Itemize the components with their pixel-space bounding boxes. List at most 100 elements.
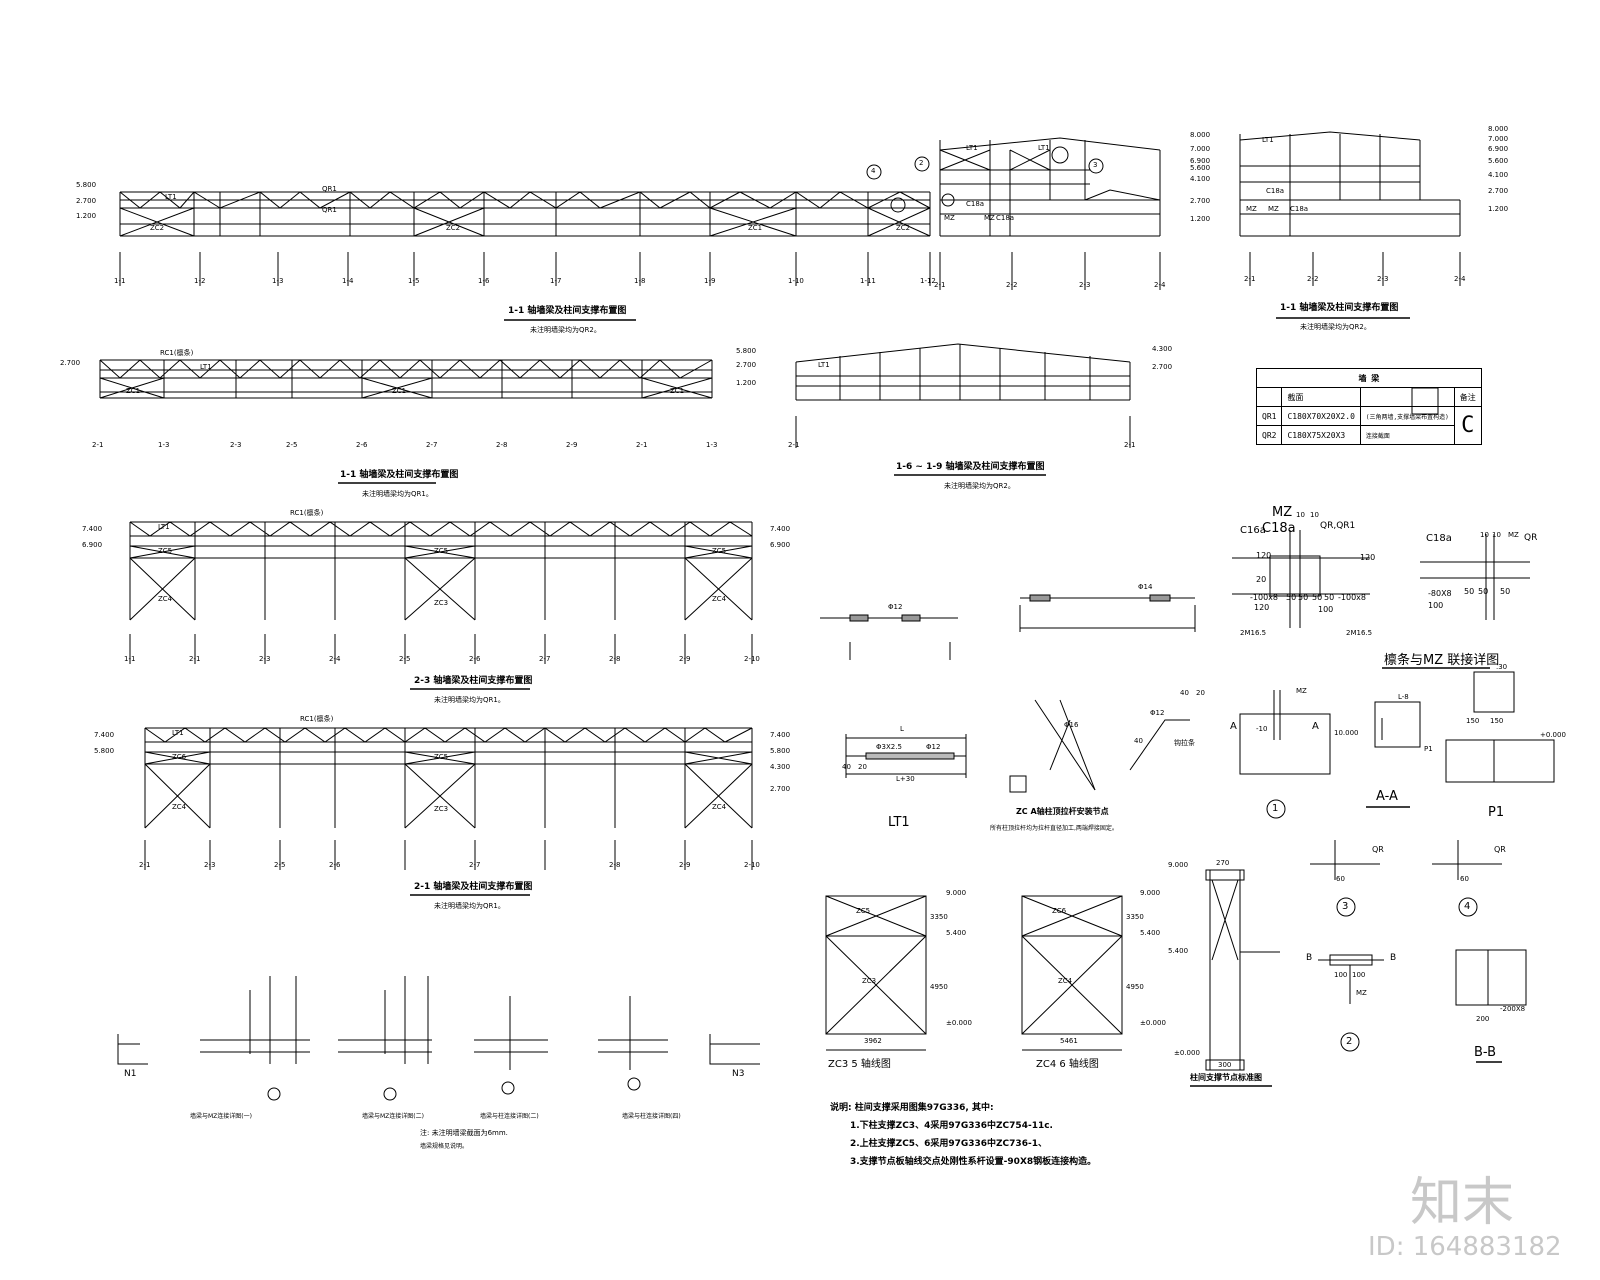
col-node-elev: ±0.000 <box>1174 1049 1200 1057</box>
mz-label: 50 <box>1312 593 1323 602</box>
tag-zc2: ZC2 <box>446 224 461 232</box>
mz-label: 50 <box>1500 587 1511 596</box>
axis-label: 2-2 <box>1006 281 1018 289</box>
lt1-dim: L <box>900 725 904 733</box>
tag-lt1: LT1 <box>1038 144 1050 152</box>
zc-elev: 9.000 <box>946 889 967 897</box>
elev: 7.400 <box>82 525 103 533</box>
elev-top-mid <box>866 137 1161 290</box>
zc-elevations <box>825 895 1123 1051</box>
row4-note: 未注明墙梁均为QR1。 <box>434 902 505 910</box>
elev: 5.800 <box>770 747 791 755</box>
node-label: -200X8 <box>1500 1005 1526 1013</box>
elev: 7.000 <box>1190 145 1211 153</box>
detail-caption: 1 <box>1272 803 1279 814</box>
tag-zc5: ZC5 <box>434 547 449 555</box>
legend-symbol: C <box>1453 406 1482 445</box>
row2-left-note: 未注明墙梁均为QR1。 <box>362 490 433 498</box>
lt1-dim: Φ3X2.5 <box>876 743 902 751</box>
lt1-dim: L+30 <box>896 775 915 783</box>
axis-label: 2-7 <box>469 861 481 869</box>
mz-label: 10 <box>1492 531 1501 539</box>
axis-label: 2-5 <box>399 655 411 663</box>
axis-label: 1-1 <box>114 277 126 285</box>
marker-4: 4 <box>871 167 876 175</box>
col-node-elev: 9.000 <box>1168 861 1189 869</box>
elev: 4.100 <box>1190 175 1211 183</box>
detail-caption: A-A <box>1376 789 1398 804</box>
legend-id: QR1 <box>1255 406 1283 426</box>
zc-dim: 4950 <box>1126 983 1144 991</box>
tag-qr1: QR1 <box>322 185 337 193</box>
watermark-logo: 知末 <box>1410 1173 1515 1233</box>
node-label: 100 <box>1334 971 1348 979</box>
zc-dim: 3350 <box>1126 913 1144 921</box>
col-node-dim: 300 <box>1218 1061 1232 1069</box>
tag-zc1: ZC1 <box>126 387 141 395</box>
zc-node-note: 所有柱顶拉杆均为拉杆直径加工,两端焊接固定。 <box>990 825 1118 832</box>
node-caption: B-B <box>1474 1045 1497 1060</box>
tag-lt1: LT1 <box>165 193 177 201</box>
hook-label: 40 <box>1134 737 1143 745</box>
detail-caption: P1 <box>1488 805 1505 820</box>
mz-label: 50 <box>1286 593 1297 602</box>
elev: 1.200 <box>1190 215 1211 223</box>
axis-label: 2-6 <box>469 655 481 663</box>
rod-details <box>820 594 1196 793</box>
axis-label: 1-4 <box>342 277 354 285</box>
axis-label: 2-3 <box>1377 275 1389 283</box>
zc-elev: ±0.000 <box>1140 1019 1166 1027</box>
rod-a-label: Φ12 <box>888 603 903 611</box>
bottom-note: 墙梁规格见说明。 <box>420 1143 469 1150</box>
detail-label: A <box>1312 721 1319 732</box>
lt1-dim: 20 <box>858 763 867 771</box>
zc-elev: 9.000 <box>1140 889 1161 897</box>
zc-elev: 5.400 <box>1140 929 1161 937</box>
axis-label: 2-7 <box>539 655 551 663</box>
tag-mz: MZ <box>984 214 995 222</box>
tag-mz: MZ <box>1268 205 1279 213</box>
axis-label: 1-1 <box>124 655 136 663</box>
axis-label: 2-1 <box>189 655 201 663</box>
zc-dim: 4950 <box>930 983 948 991</box>
detail-label: 10.000 <box>1334 729 1359 737</box>
elev: 7.400 <box>770 525 791 533</box>
legend-head <box>1255 387 1283 407</box>
elev: 6.900 <box>1488 145 1509 153</box>
detail-label: P1 <box>1424 745 1433 753</box>
tag-lt1: LT1 <box>158 523 170 531</box>
tag-zc5: ZC5 <box>434 753 449 761</box>
elev: 4.300 <box>770 763 791 771</box>
node-label: B <box>1390 953 1397 963</box>
axis-label: 1-3 <box>706 441 718 449</box>
axis-label: 2-1 <box>139 861 151 869</box>
axis-label: 1-3 <box>272 277 284 285</box>
axis-label: 2-3 <box>230 441 242 449</box>
row2-mid-title: 1-6 ~ 1-9 轴墙梁及柱间支撑布置图 <box>896 462 1045 472</box>
axis-label: 2-4 <box>1454 275 1466 283</box>
axis-label: 2-3 <box>1079 281 1091 289</box>
detail-label: 150 <box>1466 717 1480 725</box>
bottom-caption: 墙梁与柱连接详图(四) <box>622 1113 681 1120</box>
elev-top-right <box>1239 131 1461 319</box>
tag-zc4: ZC4 <box>172 803 187 811</box>
row2-left-title: 1-1 轴墙梁及柱间支撑布置图 <box>340 470 459 480</box>
tag-zc4: ZC4 <box>158 595 173 603</box>
top-left-title: 1-1 轴墙梁及柱间支撑布置图 <box>508 306 627 316</box>
row2-mid-note: 未注明墙梁均为QR2。 <box>944 482 1015 490</box>
node-n3: N3 <box>732 1069 745 1079</box>
axis-label: 1-3 <box>158 441 170 449</box>
row3-note: 未注明墙梁均为QR1。 <box>434 696 505 704</box>
elev: 2.700 <box>736 361 757 369</box>
row4-title: 2-1 轴墙梁及柱间支撑布置图 <box>414 882 533 892</box>
col-node-caption: 柱间支撑节点标准图 <box>1190 1073 1262 1082</box>
tag-zc3: ZC3 <box>434 599 449 607</box>
notes-item: 3.支撑节点板轴线交点处刚性系杆设置-90X8钢板连接构造。 <box>850 1157 1097 1167</box>
detail-label: +0.000 <box>1540 731 1566 739</box>
mz-label: 2M16.5 <box>1346 629 1373 637</box>
elev: 2.700 <box>60 359 81 367</box>
tag-zc6: ZC6 <box>172 753 187 761</box>
mz-label: 120 <box>1360 553 1376 562</box>
column-node-detail <box>1190 869 1280 1087</box>
zc-tag: ZC3 <box>862 977 877 985</box>
